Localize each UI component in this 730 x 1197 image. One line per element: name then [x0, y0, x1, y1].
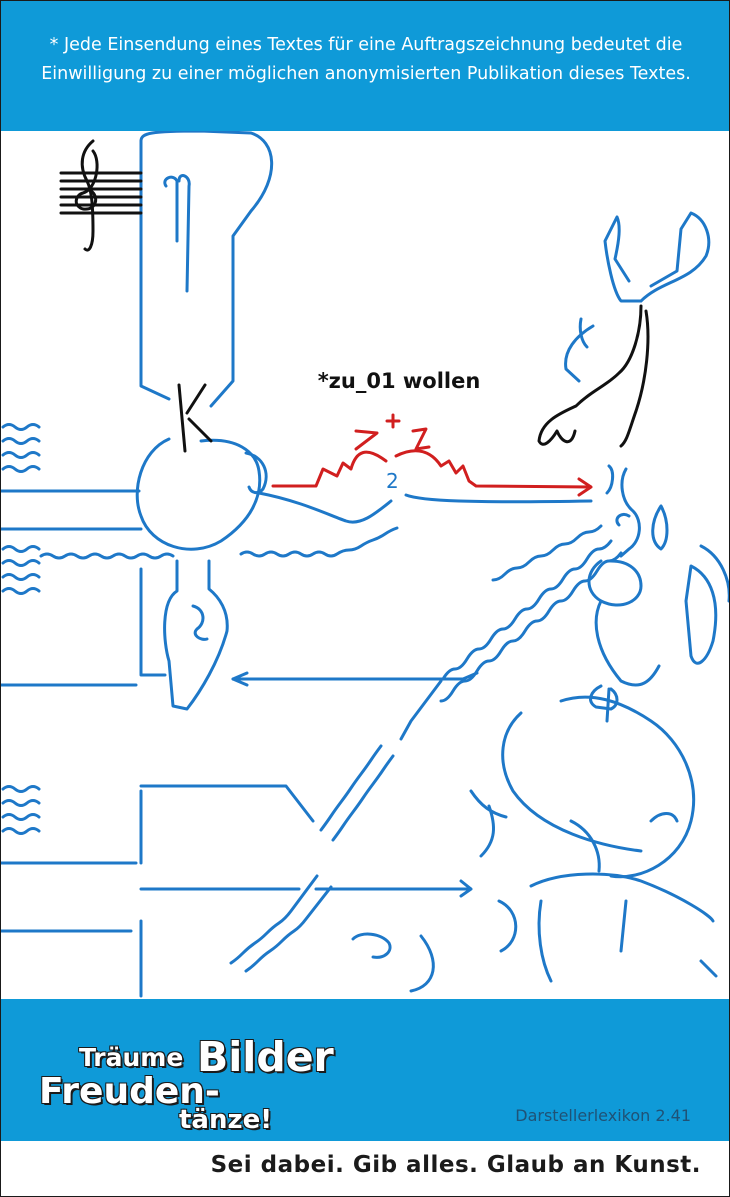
- hand-mark: [537, 304, 650, 448]
- head-outline: [135, 437, 262, 551]
- k-mark: [177, 383, 213, 453]
- line-drawing: 2: [1, 131, 729, 998]
- vertical-loop: [139, 131, 274, 408]
- caption-text: *zu_01 wollen: [317, 369, 481, 393]
- slogan-bar: Sei dabei. Gib alles. Glaub an Kunst.: [1, 1141, 729, 1196]
- treble-clef: [74, 139, 99, 252]
- logo-word-1: Träume: [79, 1043, 184, 1072]
- edition-label: Darstellerlexikon 2.41: [515, 1106, 691, 1125]
- right-figure: [351, 211, 729, 993]
- logo-word-2: Bilder: [197, 1033, 334, 1081]
- slogan: Sei dabei. Gib alles. Glaub an Kunst.: [210, 1152, 701, 1178]
- caption: *zu_01 wollen: [1, 369, 729, 393]
- logo-word-4: tänze!: [179, 1105, 273, 1135]
- logo-word-3: Freuden-: [39, 1071, 220, 1112]
- red-zigzag: [271, 413, 593, 497]
- music-staff: [59, 171, 143, 215]
- wave-marks-left: [1, 423, 41, 835]
- diagonal-ropes: [229, 512, 631, 973]
- number-mark: 2: [386, 469, 399, 493]
- header-band: * Jede Einsendung eines Textes für eine …: [1, 1, 729, 131]
- footer-band: Träume Bilder Freuden- tänze! Darsteller…: [1, 999, 729, 1141]
- black-ink: [59, 139, 650, 453]
- publication-notice: * Jede Einsendung eines Textes für eine …: [41, 35, 691, 84]
